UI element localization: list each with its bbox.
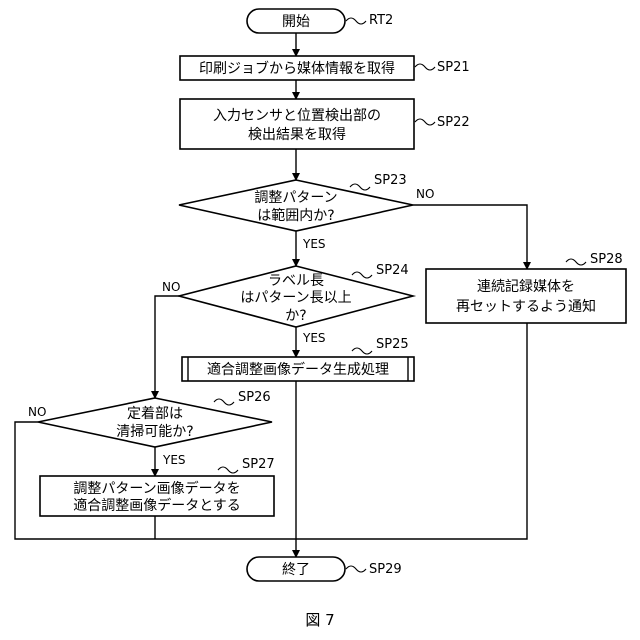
end-step-label: SP29 [369, 562, 402, 577]
sp26-yes-label: YES [162, 453, 186, 467]
sp23-no-label: NO [416, 187, 434, 201]
sp28-process-box: 連続記録媒体を 再セットするよう通知 [426, 269, 626, 323]
start-text: 開始 [282, 14, 310, 30]
sp25-text: 適合調整画像データ生成処理 [207, 361, 389, 378]
sp24-step-label: SP24 [376, 263, 409, 278]
sp22-process-box: 入力センサと位置検出部の 検出結果を取得 [180, 99, 414, 149]
sp24-text-line1: ラベル長 [268, 273, 324, 289]
sp23-text-line1: 調整パターン [254, 190, 337, 206]
sp24-label-connector [352, 272, 372, 278]
sp25-label-connector [352, 348, 372, 354]
sp26-text-line2: 清掃可能か? [116, 423, 193, 440]
sp23-step-label: SP23 [374, 173, 407, 188]
sp27-text-line2: 適合調整画像データとする [73, 497, 241, 514]
sp24-text-line3: か? [285, 308, 306, 324]
sp26-text-line1: 定着部は [127, 406, 183, 422]
sp26-decision: 定着部は 清掃可能か? [38, 398, 272, 447]
sp23-yes-label: YES [302, 237, 326, 251]
sp24-text-line2: はパターン長以上 [240, 290, 351, 306]
sp22-label-connector [415, 119, 435, 125]
sp25-subroutine-box: 適合調整画像データ生成処理 [182, 357, 414, 381]
start-label-connector [346, 18, 366, 24]
end-text: 終了 [282, 562, 310, 578]
sp21-text: 印刷ジョブから媒体情報を取得 [199, 60, 395, 77]
sp24-no-label: NO [162, 280, 180, 294]
sp24-yes-label: YES [302, 331, 326, 345]
sp21-process-box: 印刷ジョブから媒体情報を取得 [180, 56, 414, 80]
start-step-label: RT2 [369, 13, 393, 28]
sp28-step-label: SP28 [590, 252, 623, 267]
sp22-text-line2: 検出結果を取得 [248, 126, 346, 143]
arrow-sp24-no-sp26 [155, 296, 179, 398]
sp21-step-label: SP21 [437, 60, 470, 75]
sp22-step-label: SP22 [437, 115, 470, 130]
sp27-text-line1: 調整パターン画像データを [73, 480, 240, 497]
arrow-sp23-no-sp28 [413, 205, 527, 269]
sp28-text-line2: 再セットするよう通知 [456, 298, 596, 315]
arrow-sp28-merge [296, 323, 527, 539]
sp28-label-connector [566, 259, 586, 265]
sp23-label-connector [350, 184, 370, 190]
sp25-step-label: SP25 [376, 337, 409, 352]
sp26-step-label: SP26 [238, 390, 271, 405]
sp23-text-line2: は範囲内か? [257, 207, 334, 224]
sp22-text-line1: 入力センサと位置検出部の [213, 108, 381, 124]
end-label-connector [346, 566, 366, 572]
sp27-step-label: SP27 [242, 457, 275, 472]
figure-caption: 図 7 [305, 611, 334, 629]
sp28-text-line1: 連続記録媒体を [477, 278, 575, 295]
sp26-no-label: NO [28, 405, 46, 419]
sp27-process-box: 調整パターン画像データを 適合調整画像データとする [40, 476, 274, 516]
sp26-label-connector [214, 399, 234, 405]
sp21-label-connector [415, 64, 435, 70]
end-terminal: 終了 [247, 557, 345, 581]
start-terminal: 開始 [247, 9, 345, 33]
sp27-label-connector [218, 467, 238, 473]
